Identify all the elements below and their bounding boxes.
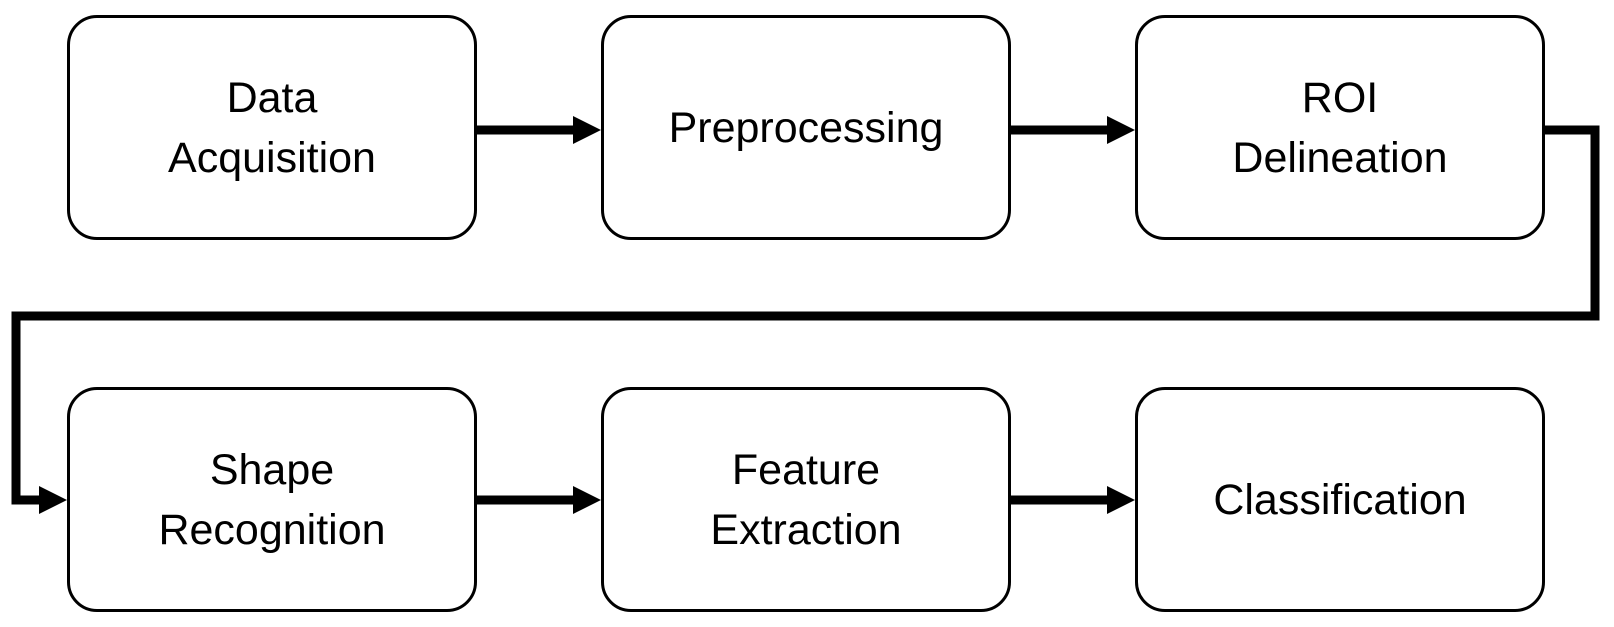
- node-roi-delineation: ROI Delineation: [1135, 15, 1545, 240]
- edge-shape-recognition-to-feature-extraction: [477, 486, 601, 514]
- edge-elbow-shaft: [11, 125, 1600, 505]
- node-label: Feature Extraction: [710, 445, 902, 554]
- arrowhead-icon: [573, 486, 601, 514]
- node-label: Shape Recognition: [158, 445, 386, 554]
- node-feature-extraction: Feature Extraction: [601, 387, 1011, 612]
- edge-roi-delineation-to-shape-recognition: [11, 125, 1600, 514]
- arrowhead-icon: [1107, 116, 1135, 144]
- edge-data-acquisition-to-preprocessing: [477, 116, 601, 144]
- node-label: Data Acquisition: [168, 73, 376, 182]
- arrowhead-icon: [1107, 486, 1135, 514]
- arrowhead-icon: [573, 116, 601, 144]
- node-label: ROI Delineation: [1232, 73, 1448, 182]
- node-preprocessing: Preprocessing: [601, 15, 1011, 240]
- node-label: Classification: [1213, 475, 1467, 524]
- arrowhead-icon: [39, 486, 67, 514]
- node-data-acquisition: Data Acquisition: [67, 15, 477, 240]
- node-shape-recognition: Shape Recognition: [67, 387, 477, 612]
- node-label: Preprocessing: [668, 103, 944, 152]
- edge-feature-extraction-to-classification: [1011, 486, 1135, 514]
- node-classification: Classification: [1135, 387, 1545, 612]
- edge-preprocessing-to-roi-delineation: [1011, 116, 1135, 144]
